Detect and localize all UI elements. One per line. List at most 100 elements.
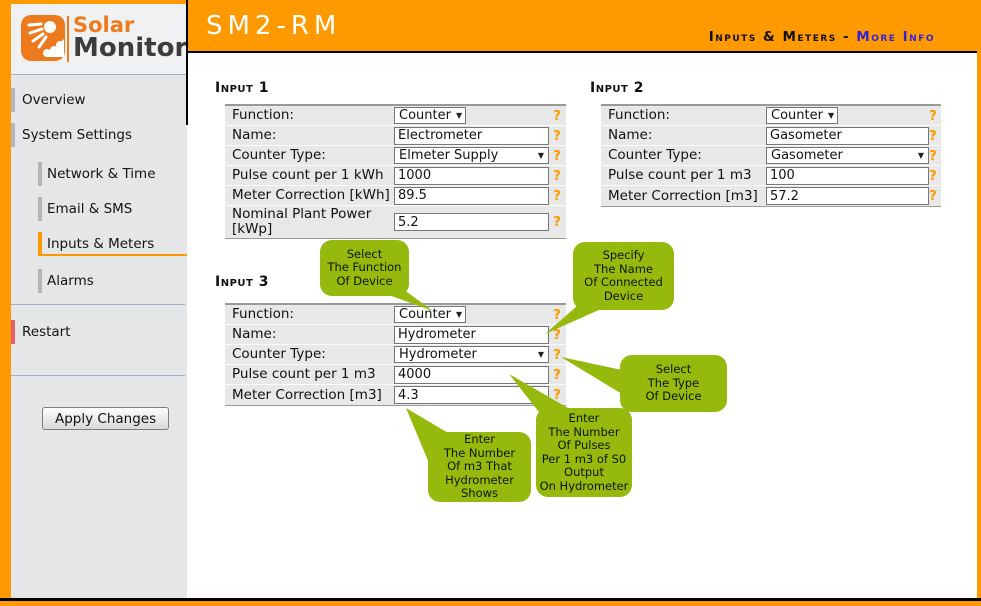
form-row: Pulse count per 1 kWh? bbox=[225, 166, 566, 186]
apply-changes-button[interactable]: Apply Changes bbox=[42, 407, 170, 430]
frame-bottom-line bbox=[0, 598, 981, 601]
field-label: Counter Type: bbox=[608, 147, 702, 163]
help-icon[interactable]: ? bbox=[553, 147, 561, 164]
counter-type-select[interactable]: Hydrometer ▼ bbox=[394, 346, 549, 363]
help-icon[interactable]: ? bbox=[929, 107, 937, 124]
field-label: Pulse count per 1 kWh bbox=[232, 167, 384, 183]
help-icon[interactable]: ? bbox=[929, 127, 937, 144]
sidebar-divider bbox=[11, 375, 185, 376]
help-icon[interactable]: ? bbox=[553, 214, 561, 230]
help-icon[interactable]: ? bbox=[929, 147, 937, 164]
meter-correction-m3-input[interactable] bbox=[766, 187, 929, 205]
select-value: Hydrometer bbox=[399, 347, 477, 362]
function-select[interactable]: Counter▼ bbox=[394, 107, 466, 124]
header-bar: SM2-RM Inputs & Meters - More Info bbox=[188, 0, 977, 53]
frame-border-right bbox=[977, 0, 981, 606]
frame-border-bottom bbox=[0, 601, 981, 606]
help-icon[interactable]: ? bbox=[553, 107, 561, 124]
form-row: Meter Correction [kWh]? bbox=[225, 186, 566, 206]
field-label: Name: bbox=[232, 127, 277, 143]
name-input[interactable] bbox=[766, 126, 929, 145]
frame-border-left bbox=[0, 0, 11, 606]
name-input[interactable] bbox=[394, 126, 549, 145]
logo: Solar Monitor bbox=[11, 4, 187, 75]
sidebar-item-system-settings[interactable]: System Settings bbox=[11, 123, 187, 149]
sidebar-item-label: Overview bbox=[22, 92, 86, 108]
form-row: Function:Counter▼? bbox=[601, 106, 941, 126]
breadcrumb: Inputs & Meters - More Info bbox=[709, 29, 935, 45]
counter-type-select[interactable]: Elmeter Supply ▼ bbox=[394, 147, 549, 164]
meter-correction-m3-input[interactable] bbox=[394, 386, 549, 404]
select-value: Elmeter Supply bbox=[399, 148, 499, 163]
chevron-down-icon: ▼ bbox=[827, 111, 835, 120]
chevron-down-icon: ▼ bbox=[537, 151, 544, 160]
section-title-input-1: Input 1 bbox=[215, 80, 269, 96]
field-label: Pulse count per 1 m3 bbox=[232, 366, 376, 382]
more-info-link[interactable]: More Info bbox=[856, 29, 935, 45]
pulse-count-per-1-m3-input[interactable] bbox=[766, 166, 929, 185]
help-icon[interactable]: ? bbox=[553, 306, 561, 323]
help-icon[interactable]: ? bbox=[553, 366, 561, 383]
chevron-down-icon: ▼ bbox=[917, 151, 924, 160]
select-value: Counter bbox=[771, 108, 823, 123]
sidebar-item-label: System Settings bbox=[22, 127, 133, 143]
sidebar-divider bbox=[11, 304, 185, 305]
form-row: Meter Correction [m3]? bbox=[601, 186, 941, 206]
form-row: Nominal Plant Power [kWp]? bbox=[225, 206, 566, 238]
menu-accent-bar bbox=[38, 197, 42, 221]
help-icon[interactable]: ? bbox=[929, 167, 937, 184]
name-input[interactable] bbox=[394, 325, 549, 344]
function-select[interactable]: Counter▼ bbox=[394, 306, 466, 323]
sidebar-item-label: Email & SMS bbox=[47, 201, 133, 217]
sidebar-item-overview[interactable]: Overview bbox=[11, 88, 187, 114]
form-row: Name:? bbox=[225, 325, 566, 345]
function-select[interactable]: Counter ▼ bbox=[766, 107, 838, 124]
counter-type-select[interactable]: Gasometer ▼ bbox=[766, 147, 929, 164]
field-label: Nominal Plant Power [kWp] bbox=[232, 206, 372, 237]
form-row: Meter Correction [m3]? bbox=[225, 385, 566, 405]
sidebar-item-network-time[interactable]: Network & Time bbox=[11, 162, 187, 188]
sidebar-item-label: Alarms bbox=[47, 273, 94, 289]
sidebar-item-restart[interactable]: Restart bbox=[11, 320, 187, 346]
help-icon[interactable]: ? bbox=[553, 326, 561, 343]
chevron-down-icon: ▼ bbox=[455, 310, 463, 319]
field-label: Function: bbox=[232, 306, 294, 322]
meter-correction-kwh-input[interactable] bbox=[394, 186, 549, 205]
form-row: Name:? bbox=[601, 126, 941, 146]
sidebar-item-label: Inputs & Meters bbox=[47, 236, 155, 252]
form-row: Counter Type: Hydrometer ▼? bbox=[225, 345, 566, 365]
pulse-count-per-1-kwh-input[interactable] bbox=[394, 166, 549, 185]
form-table-input-2: Function:Counter▼?Name:?Counter Type:Gas… bbox=[601, 104, 941, 207]
field-label: Counter Type: bbox=[232, 346, 326, 362]
help-icon[interactable]: ? bbox=[553, 127, 561, 144]
form-row: Pulse count per 1 m3? bbox=[225, 365, 566, 385]
section-title-input-3: Input 3 bbox=[215, 274, 269, 290]
field-label: Name: bbox=[608, 127, 653, 143]
form-row: Counter Type: Gasometer ▼? bbox=[601, 146, 941, 166]
sidebar-item-alarms[interactable]: Alarms bbox=[11, 269, 187, 295]
form-row: Pulse count per 1 m3? bbox=[601, 166, 941, 186]
menu-accent-bar bbox=[11, 320, 15, 344]
chevron-down-icon: ▼ bbox=[537, 350, 544, 359]
help-icon[interactable]: ? bbox=[553, 167, 561, 184]
callout-bubble-2: Specify The Name Of Connected Device bbox=[573, 242, 674, 310]
field-label: Meter Correction [m3] bbox=[232, 386, 382, 403]
sidebar-item-email-sms[interactable]: Email & SMS bbox=[11, 197, 187, 223]
pulse-count-per-1-m3-input[interactable] bbox=[394, 365, 549, 384]
help-icon[interactable]: ? bbox=[929, 188, 937, 204]
sidebar-item-label: Restart bbox=[22, 324, 71, 340]
select-value: Gasometer bbox=[771, 148, 843, 163]
field-label: Pulse count per 1 m3 bbox=[608, 167, 752, 183]
menu-accent-bar bbox=[38, 162, 42, 186]
select-value: Counter bbox=[399, 108, 451, 123]
sidebar-item-inputs-meters[interactable]: Inputs & Meters bbox=[11, 232, 187, 258]
nominal-plant-power-kwp-input[interactable] bbox=[394, 213, 549, 231]
help-icon[interactable]: ? bbox=[553, 387, 561, 403]
menu-accent-bar bbox=[38, 269, 42, 293]
form-row: Function:Counter▼? bbox=[225, 106, 566, 126]
help-icon[interactable]: ? bbox=[553, 346, 561, 363]
logo-text-monitor: Monitor bbox=[73, 33, 188, 63]
help-icon[interactable]: ? bbox=[553, 187, 561, 204]
